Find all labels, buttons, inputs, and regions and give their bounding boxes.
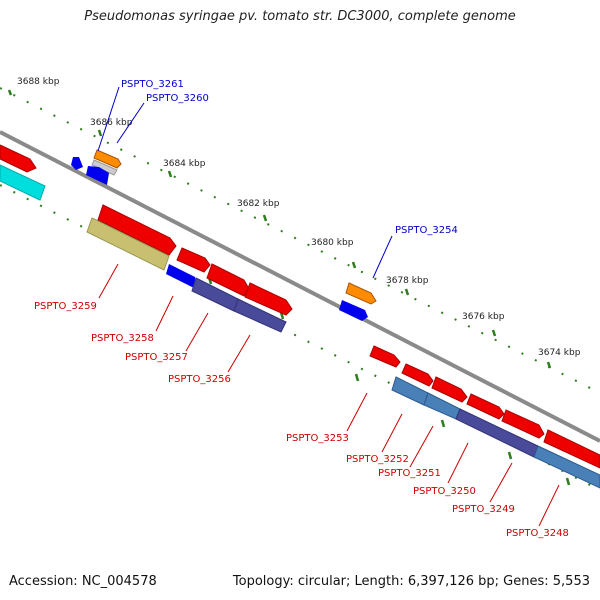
gene-arrow — [233, 298, 287, 333]
gene-arrow — [543, 429, 600, 469]
gene-label[interactable]: PSPTO_3253 — [286, 433, 349, 444]
gene-arrow — [93, 149, 122, 169]
kbp-label: 3686 kbp — [90, 118, 133, 128]
gene-arrow — [401, 363, 434, 387]
gene-label[interactable]: PSPTO_3259 — [34, 301, 97, 312]
map-title: Pseudomonas syringae pv. tomato str. DC3… — [84, 9, 516, 24]
gene-label[interactable]: PSPTO_3260 — [146, 93, 209, 104]
gene-arrow — [501, 409, 545, 439]
label-leader-lines — [97, 86, 560, 527]
gene-arrow — [0, 144, 37, 173]
gene-arrow — [97, 204, 177, 256]
accession-text: Accession: NC_004578 — [9, 574, 157, 589]
gene-label[interactable]: PSPTO_3250 — [413, 486, 476, 497]
gene-arrow — [431, 376, 468, 403]
gene-label[interactable]: PSPTO_3252 — [346, 454, 409, 465]
kbp-label: 3684 kbp — [163, 159, 206, 169]
kbp-label: 3680 kbp — [311, 238, 354, 248]
gene-arrow — [166, 264, 196, 289]
gene-label[interactable]: PSPTO_3258 — [91, 333, 154, 344]
gene-arrow — [71, 157, 83, 170]
gene-arrow — [369, 345, 401, 368]
gene-label[interactable]: PSPTO_3251 — [378, 468, 441, 479]
gene-arrow — [0, 164, 46, 201]
gene-label[interactable]: PSPTO_3254 — [395, 225, 458, 236]
gene-label[interactable]: PSPTO_3249 — [452, 504, 515, 515]
gene-arrow — [91, 159, 118, 176]
gene-label[interactable]: PSPTO_3248 — [506, 528, 569, 539]
gene-arrow — [345, 282, 377, 305]
gene-arrow — [533, 445, 600, 489]
kbp-label: 3676 kbp — [462, 312, 505, 322]
kbp-label: 3682 kbp — [237, 199, 280, 209]
gene-arrow — [339, 300, 368, 321]
gene-arrow — [244, 282, 293, 316]
kbp-label: 3688 kbp — [17, 77, 60, 87]
gene-arrow — [86, 166, 109, 185]
gene-features-forward[interactable] — [0, 144, 377, 321]
gene-label[interactable]: PSPTO_3256 — [168, 374, 231, 385]
gene-label[interactable]: PSPTO_3261 — [121, 79, 184, 90]
gene-label[interactable]: PSPTO_3257 — [125, 352, 188, 363]
gene-arrow — [176, 247, 211, 273]
gene-arrow — [466, 393, 505, 420]
genome-backbone — [0, 130, 600, 443]
tick-track-outer — [0, 87, 600, 394]
topology-text: Topology: circular; Length: 6,397,126 bp… — [232, 574, 590, 589]
kbp-label: 3678 kbp — [386, 276, 429, 286]
kbp-label: 3674 kbp — [538, 348, 581, 358]
gene-features-reverse[interactable] — [86, 204, 600, 489]
gene-arrow — [86, 217, 170, 271]
